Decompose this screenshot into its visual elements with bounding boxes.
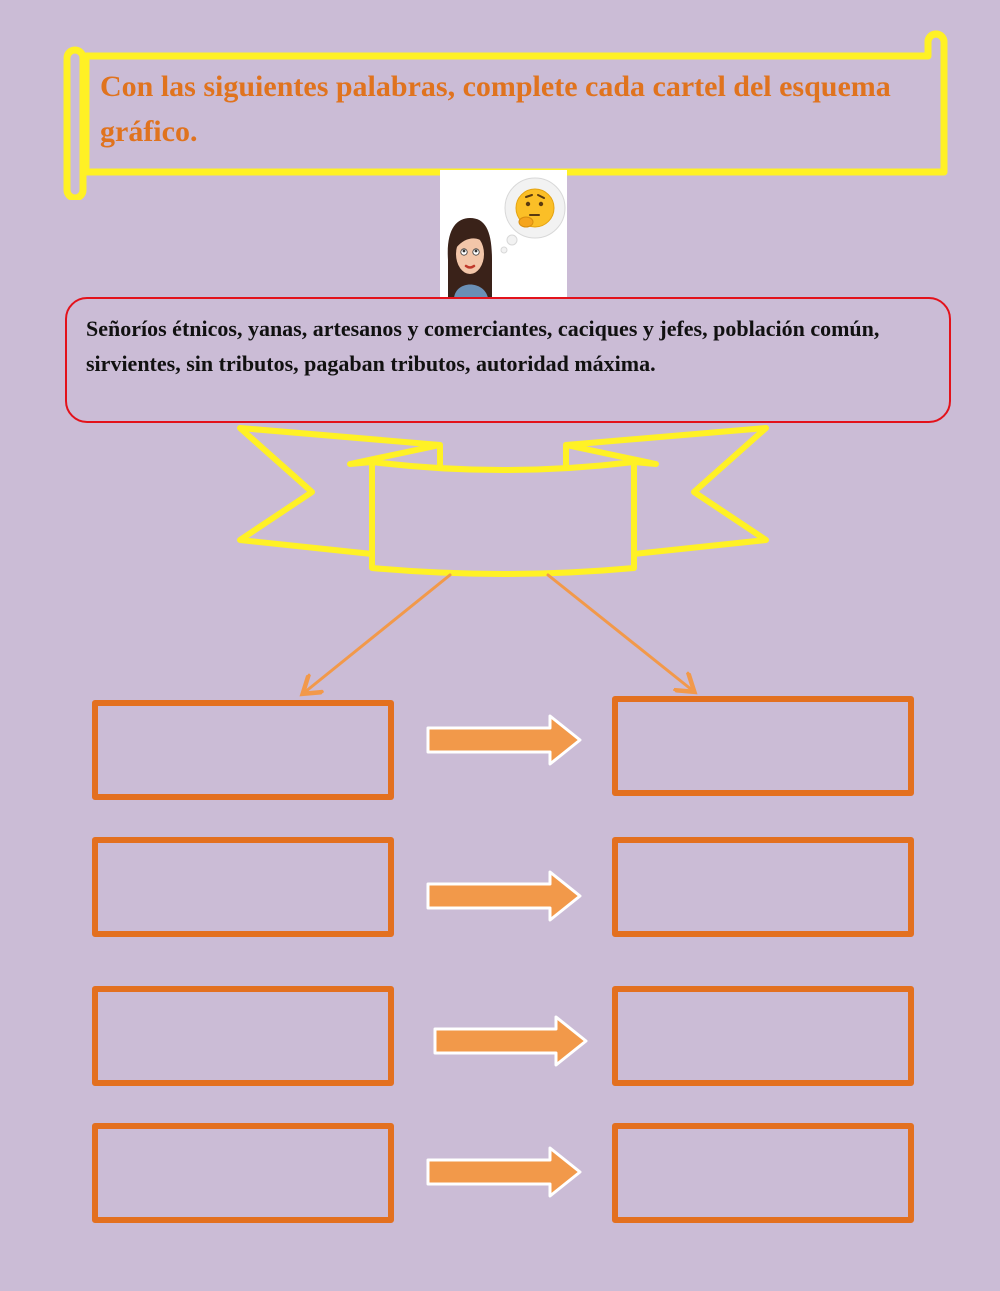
thinking-face-emoji-icon	[515, 188, 555, 228]
right-arrow-icon-3	[433, 1015, 588, 1067]
page-title: Con las siguientes palabras, complete ca…	[100, 70, 891, 148]
blank-box-right-2	[612, 837, 914, 937]
scroll-banner-icon	[63, 30, 948, 200]
arrow-to-left-column	[305, 573, 452, 692]
arrow-to-right-column	[546, 573, 692, 690]
word-bank-box	[65, 297, 951, 423]
blank-box-right-1	[612, 696, 914, 796]
blank-box-right-4	[612, 1123, 914, 1223]
right-arrow-icon-2	[426, 870, 582, 922]
blank-box-left-3	[92, 986, 394, 1086]
thinking-girl-avatar-icon	[440, 170, 567, 298]
ribbon-banner-icon	[237, 425, 769, 577]
right-arrow-icon-4	[426, 1146, 582, 1198]
blank-box-left-4	[92, 1123, 394, 1223]
concept-diagram	[92, 425, 914, 1223]
word-bank-text: Señoríos étnicos, yanas, artesanos y com…	[86, 316, 880, 376]
right-arrow-icon-1	[426, 714, 582, 766]
blank-box-right-3	[612, 986, 914, 1086]
ribbon-header-blank	[369, 459, 637, 577]
blank-box-left-1	[92, 700, 394, 800]
blank-box-left-2	[92, 837, 394, 937]
